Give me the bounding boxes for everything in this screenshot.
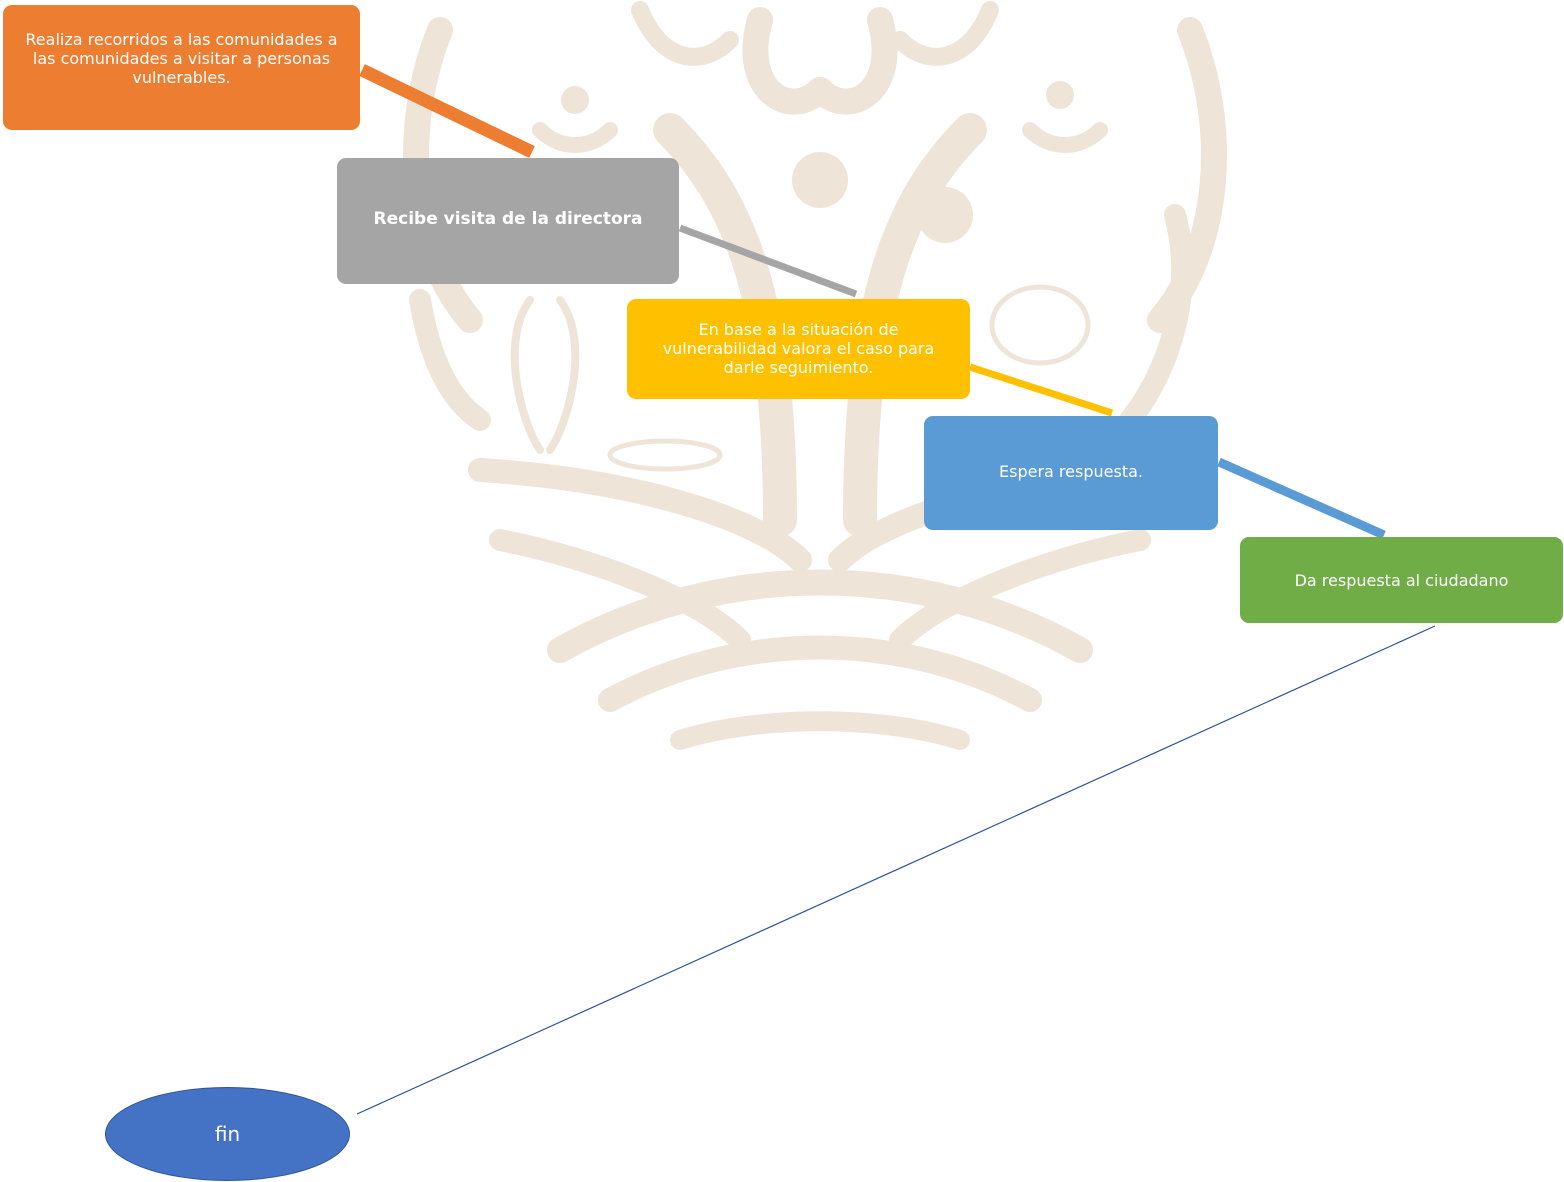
process-step-label: Recibe visita de la directora <box>373 208 643 229</box>
process-step-director-visit: Recibe visita de la directora <box>337 158 679 284</box>
process-step-await-response: Espera respuesta. <box>924 416 1218 530</box>
end-node-label: fin <box>214 1122 241 1146</box>
end-node: fin <box>105 1087 350 1181</box>
connector-4-5 <box>1217 457 1386 540</box>
connector-5-end <box>356 625 1436 1115</box>
process-step-label: Espera respuesta. <box>999 461 1143 481</box>
process-step-label: Da respuesta al ciudadano <box>1294 570 1509 590</box>
connector-2-3 <box>678 224 858 298</box>
process-step-assess-case: En base a la situación de vulnerabilidad… <box>627 299 970 399</box>
process-step-label: En base a la situación de vulnerabilidad… <box>662 319 935 377</box>
background-watermark-dots <box>561 81 1074 243</box>
connector-1-2 <box>359 64 535 158</box>
connector-3-4 <box>968 363 1114 417</box>
process-step-respond-citizen: Da respuesta al ciudadano <box>1240 537 1563 623</box>
process-step-visit-communities: Realiza recorridos a las comunidades a l… <box>3 5 360 130</box>
process-step-label: Realiza recorridos a las comunidades a l… <box>25 30 338 87</box>
